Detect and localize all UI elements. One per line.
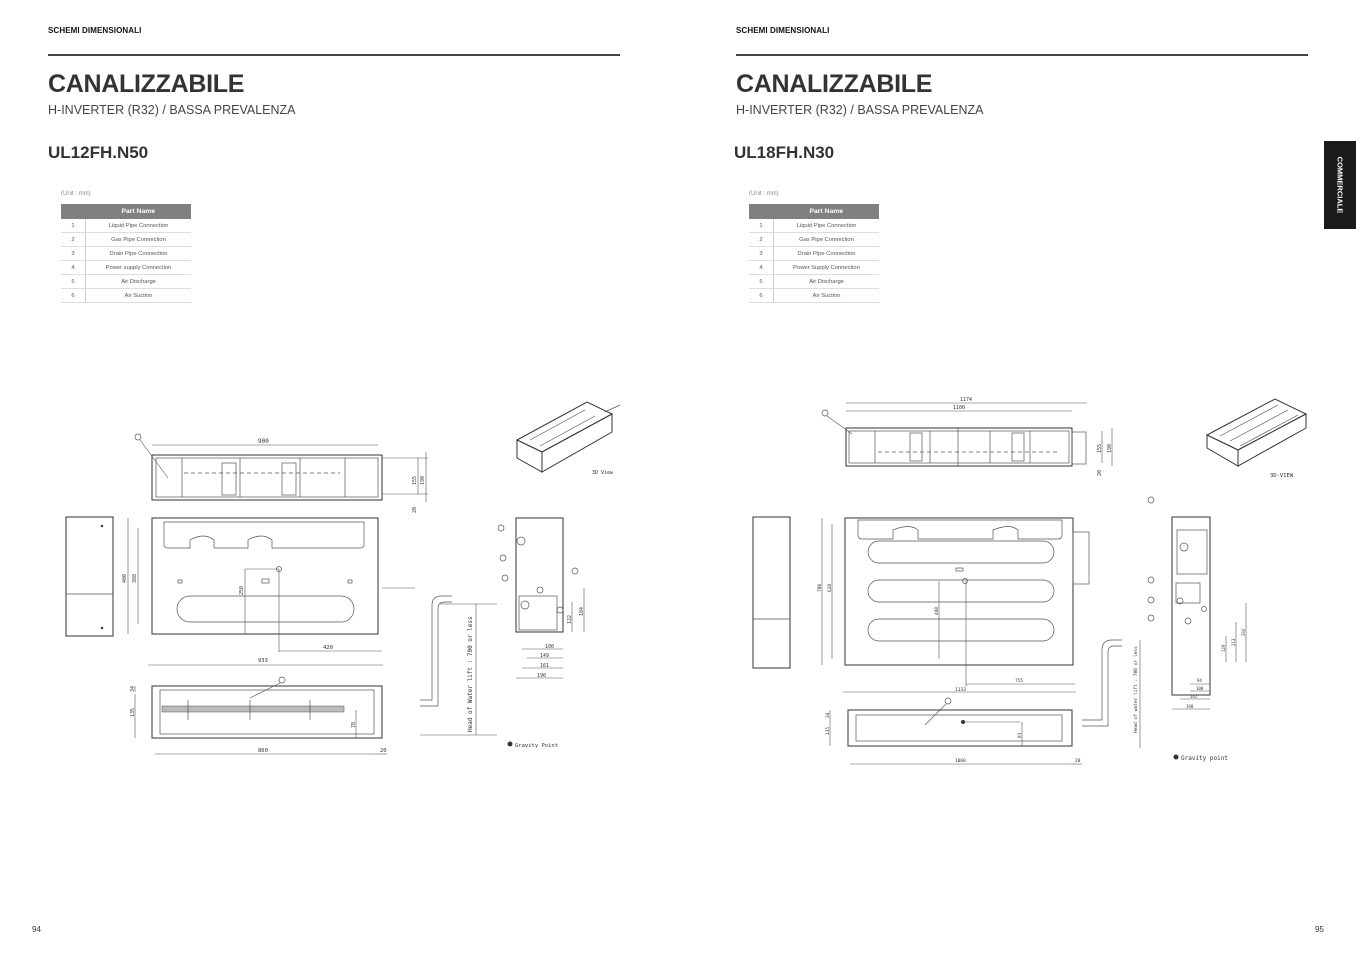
svg-text:190: 190	[537, 673, 546, 679]
svg-text:Gravity point: Gravity point	[1181, 755, 1228, 762]
svg-text:700: 700	[817, 584, 823, 592]
svg-text:933: 933	[258, 658, 268, 664]
right-front-view: 700 628 480 755 1133	[817, 517, 1090, 693]
right-drain-pipe: Head of water lift : 700 or less	[1082, 639, 1141, 748]
unit-label: (Unit : mm)	[749, 191, 779, 197]
left-page: SCHEMI DIMENSIONALI CANALIZZABILE H-INVE…	[32, 26, 620, 934]
svg-text:135: 135	[825, 727, 831, 735]
left-top-view: 900 155 190 20	[134, 433, 428, 513]
svg-text:190: 190	[420, 476, 426, 485]
3d-view-label: 3D View	[592, 470, 614, 476]
right-gravity-legend: Gravity point	[1173, 754, 1228, 762]
left-gravity-legend: Gravity Point	[507, 741, 558, 749]
svg-text:161: 161	[540, 663, 549, 669]
svg-text:213: 213	[1231, 638, 1236, 646]
svg-text:480: 480	[934, 607, 940, 615]
divider	[736, 54, 1308, 56]
svg-text:100: 100	[545, 644, 554, 650]
svg-text:20: 20	[412, 507, 418, 513]
svg-text:292: 292	[1241, 628, 1246, 636]
svg-text:250: 250	[239, 586, 245, 595]
svg-text:129: 129	[1221, 644, 1226, 652]
svg-text:184: 184	[579, 607, 585, 616]
right-3d-view: 3D-VIEW	[1205, 398, 1308, 479]
svg-text:94: 94	[1197, 678, 1202, 683]
svg-text:81: 81	[1017, 732, 1023, 738]
left-3d-view: 3D View	[515, 401, 621, 476]
unit-label: (Unit : mm)	[61, 191, 91, 197]
table-header: Part Name	[85, 204, 191, 219]
left-front-view: 400 388 250 420 933	[122, 517, 415, 666]
page-number: 95	[1315, 925, 1324, 934]
svg-text:100: 100	[1196, 686, 1204, 691]
svg-text:1174: 1174	[960, 397, 972, 403]
right-bottom-view: 34 135 81 1060 20	[825, 697, 1082, 765]
svg-text:1060: 1060	[955, 758, 966, 764]
left-drain-pipe: Head of Water lift : 700 or less	[420, 595, 497, 736]
svg-text:20: 20	[1075, 758, 1081, 764]
dim-label: 900	[258, 438, 269, 445]
svg-text:155: 155	[412, 476, 418, 485]
section-label: SCHEMI DIMENSIONALI	[736, 26, 830, 35]
svg-text:190: 190	[1186, 704, 1194, 709]
model-name: UL18FH.N30	[734, 143, 835, 162]
svg-text:34: 34	[825, 712, 831, 718]
svg-text:400: 400	[122, 574, 128, 583]
model-name: UL12FH.N50	[48, 143, 149, 162]
svg-text:860: 860	[258, 748, 268, 754]
right-page: SCHEMI DIMENSIONALI CANALIZZABILE H-INVE…	[678, 0, 1356, 959]
svg-text:20: 20	[1097, 470, 1103, 476]
svg-text:1133: 1133	[955, 687, 966, 693]
side-tab-commerciale: COMMERCIALE	[1324, 141, 1356, 229]
svg-text:1100: 1100	[953, 405, 965, 411]
page-subtitle: H-INVERTER (R32) / BASSA PREVALENZA	[48, 103, 296, 117]
left-right-view: 100 149 161 190 122 184	[497, 517, 585, 679]
head-of-water-lift-label: Head of Water lift : 700 or less	[467, 616, 474, 732]
svg-text:190: 190	[1107, 444, 1113, 453]
svg-text:755: 755	[1015, 678, 1023, 684]
right-side-view	[752, 516, 791, 669]
page-title: CANALIZZABILE	[736, 70, 933, 98]
right-top-view: 1174 1100 155 190 20	[821, 397, 1113, 476]
left-side-view	[65, 516, 114, 637]
page-subtitle: H-INVERTER (R32) / BASSA PREVALENZA	[736, 103, 984, 117]
svg-text:78: 78	[351, 722, 357, 728]
page-number: 94	[32, 925, 41, 934]
svg-text:34: 34	[130, 686, 136, 692]
svg-text:122: 122	[567, 615, 573, 624]
svg-text:142: 142	[1190, 694, 1198, 699]
svg-text:388: 388	[132, 574, 138, 583]
table-header: Part Name	[773, 204, 879, 219]
page-title: CANALIZZABILE	[48, 70, 245, 98]
gravity-point-icon	[1173, 754, 1179, 760]
svg-text:149: 149	[540, 653, 549, 659]
section-label: SCHEMI DIMENSIONALI	[48, 26, 142, 35]
svg-text:155: 155	[1097, 444, 1103, 453]
divider	[48, 54, 620, 56]
right-right-view: 94 100 142 190 129 213 292	[1147, 496, 1247, 710]
gravity-point-icon	[507, 741, 513, 747]
svg-text:20: 20	[380, 748, 387, 754]
left-bottom-view: 34 135 78 860 20	[130, 676, 387, 755]
head-of-water-lift-label: Head of water lift : 700 or less	[1133, 646, 1139, 733]
svg-text:Gravity Point: Gravity Point	[515, 743, 558, 749]
svg-text:135: 135	[130, 708, 136, 717]
svg-text:628: 628	[827, 584, 833, 592]
svg-text:420: 420	[323, 645, 333, 651]
3d-view-label: 3D-VIEW	[1270, 473, 1294, 479]
